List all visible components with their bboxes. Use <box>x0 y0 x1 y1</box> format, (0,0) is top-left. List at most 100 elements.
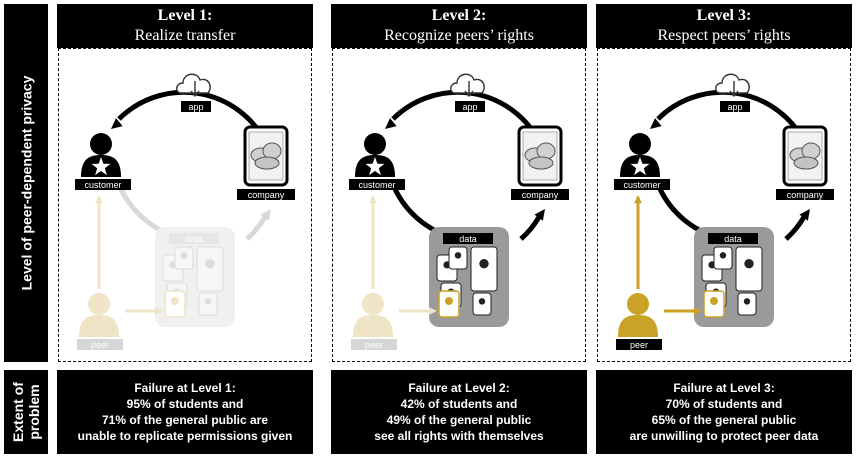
level-3-failure-line: 65% of the general public <box>651 413 797 427</box>
arrowhead <box>650 118 662 129</box>
app-label: app <box>181 101 211 112</box>
level-3-diagram: app customer company data peer <box>597 48 851 362</box>
transfer-arc-top <box>656 89 807 143</box>
arrowhead <box>260 209 271 221</box>
transfer-arc-top <box>117 89 268 143</box>
arrowhead <box>693 307 702 315</box>
arrowhead <box>534 209 545 221</box>
level-1-title: Level 1: <box>157 7 213 24</box>
svg-text:peer: peer <box>630 340 648 350</box>
privacy-level-text: Level of peer-dependent privacy <box>18 75 35 291</box>
svg-text:customer: customer <box>358 180 395 190</box>
app-label: app <box>720 101 750 112</box>
svg-text:app: app <box>462 102 477 112</box>
app-label: app <box>455 101 485 112</box>
svg-text:peer: peer <box>365 340 383 350</box>
app-cloud-icon <box>450 73 485 98</box>
level-2-diagram: app customer company data peer <box>332 48 586 362</box>
company-phone-icon <box>782 125 828 187</box>
profile-card-icon <box>735 246 763 292</box>
level-3-failure-box: Failure at Level 3: 70% of students and … <box>596 370 852 454</box>
level-2-failure-box: Failure at Level 2: 42% of students and … <box>331 370 587 454</box>
arrowhead <box>634 195 642 204</box>
svg-text:customer: customer <box>84 180 121 190</box>
customer-icon <box>355 133 395 177</box>
level-2-failure-line: 49% of the general public <box>386 413 532 427</box>
level-2-failure-line: see all rights with themselves <box>374 429 544 443</box>
data-label: data <box>708 233 758 244</box>
diagram-canvas: app customer company data peer <box>349 73 569 350</box>
data-label: data <box>443 233 493 244</box>
profile-card-icon <box>196 246 224 292</box>
arrowhead <box>385 118 397 129</box>
app-cloud-icon <box>715 73 750 98</box>
arrowhead <box>428 307 437 315</box>
svg-text:company: company <box>787 190 824 200</box>
level-2-header: Level 2: Recognize peers’ rights <box>331 4 587 48</box>
company-phone-icon <box>517 125 563 187</box>
data-label: data <box>169 233 219 244</box>
customer-icon <box>620 133 660 177</box>
svg-text:company: company <box>522 190 559 200</box>
transfer-arc-top <box>391 89 542 143</box>
level-2-failure-line: 42% of students and <box>400 397 518 411</box>
transfer-arc-bottom-right <box>519 215 542 241</box>
level-3-title: Level 3: <box>696 7 752 24</box>
level-1-failure-heading: Failure at Level 1: <box>134 381 236 395</box>
arrowhead <box>111 118 123 129</box>
peer-icon <box>79 293 119 337</box>
app-cloud-icon <box>176 73 211 98</box>
level-1-diagram: app customer company data peer <box>58 48 312 362</box>
star-icon <box>91 157 111 176</box>
privacy-level-axis-label: Level of peer-dependent privacy <box>4 4 48 362</box>
customer-icon <box>81 133 121 177</box>
level-1-failure-line: unable to replicate permissions given <box>77 429 293 443</box>
arrowhead <box>95 195 103 204</box>
company-label: company <box>511 189 569 200</box>
level-1-failure-line: 71% of the general public are <box>101 413 269 427</box>
level-3-subtitle: Respect peers’ rights <box>657 27 791 44</box>
level-3-failure-line: are unwilling to protect peer data <box>629 429 819 443</box>
level-2-failure-heading: Failure at Level 2: <box>408 381 510 395</box>
peer-label: peer <box>351 339 397 350</box>
svg-text:data: data <box>459 234 477 244</box>
profile-card-icon <box>470 246 498 292</box>
customer-label: customer <box>75 179 131 190</box>
peer-label: peer <box>77 339 123 350</box>
svg-text:app: app <box>727 102 742 112</box>
transfer-arc-bottom-right <box>245 215 268 241</box>
level-1-header: Level 1: Realize transfer <box>57 4 313 48</box>
svg-text:company: company <box>248 190 285 200</box>
star-icon <box>630 157 650 176</box>
svg-text:data: data <box>185 234 203 244</box>
transfer-arc-bottom-right <box>784 215 807 241</box>
peer-icon <box>618 293 658 337</box>
company-label: company <box>776 189 834 200</box>
level-1-failure-line: 95% of students and <box>126 397 244 411</box>
customer-label: customer <box>614 179 670 190</box>
arrowhead <box>799 209 810 221</box>
svg-text:customer: customer <box>623 180 660 190</box>
star-icon <box>365 157 385 176</box>
level-1-subtitle: Realize transfer <box>134 27 236 44</box>
company-phone-icon <box>243 125 289 187</box>
arrowhead <box>154 307 163 315</box>
level-3-header: Level 3: Respect peers’ rights <box>596 4 852 48</box>
svg-text:peer: peer <box>91 340 109 350</box>
diagram-canvas: app customer company data peer <box>614 73 834 350</box>
arrowhead <box>369 195 377 204</box>
peer-icon <box>353 293 393 337</box>
svg-text:app: app <box>188 102 203 112</box>
level-2-subtitle: Recognize peers’ rights <box>384 27 534 44</box>
level-1-failure-box: Failure at Level 1: 95% of students and … <box>57 370 313 454</box>
level-2-title: Level 2: <box>431 7 487 24</box>
svg-text:data: data <box>724 234 742 244</box>
level-3-failure-line: 70% of students and <box>665 397 783 411</box>
company-label: company <box>237 189 295 200</box>
diagram-canvas: app customer company data peer <box>75 73 295 350</box>
customer-label: customer <box>349 179 405 190</box>
level-3-failure-heading: Failure at Level 3: <box>673 381 775 395</box>
peer-label: peer <box>616 339 662 350</box>
